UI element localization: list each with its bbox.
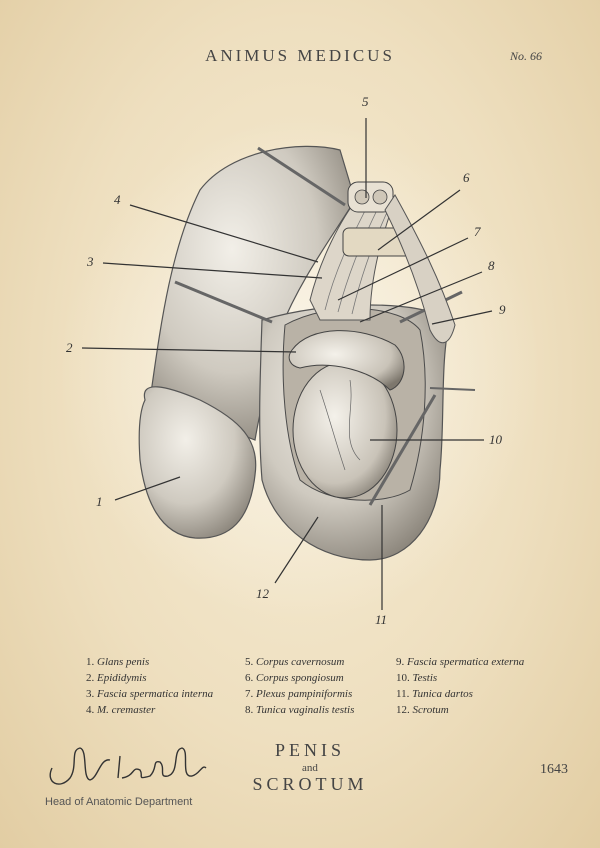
pampiniform-plexus-lines <box>324 204 389 315</box>
testis-vessels <box>319 379 361 471</box>
plate-title-conjunction: and <box>302 762 318 774</box>
figure-label-1: 1 <box>96 494 103 509</box>
leader-4 <box>129 204 319 263</box>
legend-column-3: 9. Fascia spermatica externa 10. Testis … <box>396 654 524 718</box>
legend-item: 5. Corpus cavernosum <box>245 656 345 668</box>
legend-column-2: 5. Corpus cavernosum 6. Corpus spongiosu… <box>245 654 354 718</box>
legend-item: 2. Epididymis <box>86 672 147 684</box>
leader-6 <box>377 189 461 251</box>
epididymis-drawing <box>288 330 405 391</box>
legend-item: 3. Fascia spermatica interna <box>86 688 214 700</box>
leader-1 <box>114 476 181 501</box>
corpus-cavernosum-circle-left <box>354 189 370 205</box>
handwritten-signature <box>49 747 207 785</box>
leader-lines <box>81 118 493 610</box>
plate-title-top: PENIS <box>274 740 345 760</box>
figure-label-3: 3 <box>87 254 94 269</box>
pin-lower-right <box>429 387 476 391</box>
legend-item: 7. Plexus pampiniformis <box>245 688 353 700</box>
legend-column-1: 1. Glans penis 2. Epididymis 3. Fascia s… <box>86 654 213 718</box>
figure-label-8: 8 <box>488 258 495 273</box>
plate-number: No. 66 <box>510 49 543 63</box>
legend-item: 10. Testis <box>396 672 438 684</box>
plate-header-title: ANIMUS MEDICUS <box>205 46 395 65</box>
legend-item: 9. Fascia spermatica externa <box>396 656 525 668</box>
pin-left <box>174 280 273 324</box>
figure-label-10: 10 <box>489 432 502 447</box>
pin-lower <box>368 394 437 506</box>
legend-item: 11. Tunica dartos <box>396 688 473 700</box>
leader-3 <box>102 262 323 279</box>
legend-item: 6. Corpus spongiosum <box>245 672 344 684</box>
figure-label-5: 5 <box>362 94 369 109</box>
figure-label-11: 11 <box>375 612 388 627</box>
legend-item: 4. M. cremaster <box>86 704 156 716</box>
corpus-cavernosum-circle-right <box>372 189 388 205</box>
figure-label-9: 9 <box>499 302 506 317</box>
figure-label-6: 6 <box>463 170 470 185</box>
leader-2 <box>81 347 297 353</box>
legend-item: 8. Tunica vaginalis testis <box>245 704 355 716</box>
legend-item: 12. Scrotum <box>396 704 449 716</box>
figure-label-4: 4 <box>114 192 121 207</box>
signature-caption: Head of Anatomic Department <box>45 796 193 808</box>
pin-top <box>257 146 346 207</box>
leader-9 <box>431 310 493 325</box>
plate-year: 1643 <box>540 762 568 777</box>
figure-label-7: 7 <box>474 224 481 239</box>
corpus-cavernosum-section <box>347 181 394 213</box>
leader-8 <box>359 271 483 323</box>
leader-12 <box>274 516 319 584</box>
plate-title-bottom: SCROTUM <box>252 774 368 794</box>
legend-item: 1. Glans penis <box>86 656 150 668</box>
figure-label-12: 12 <box>256 586 269 601</box>
figure-label-2: 2 <box>66 340 73 355</box>
leader-7 <box>337 237 469 301</box>
glans-drawing <box>138 386 257 539</box>
